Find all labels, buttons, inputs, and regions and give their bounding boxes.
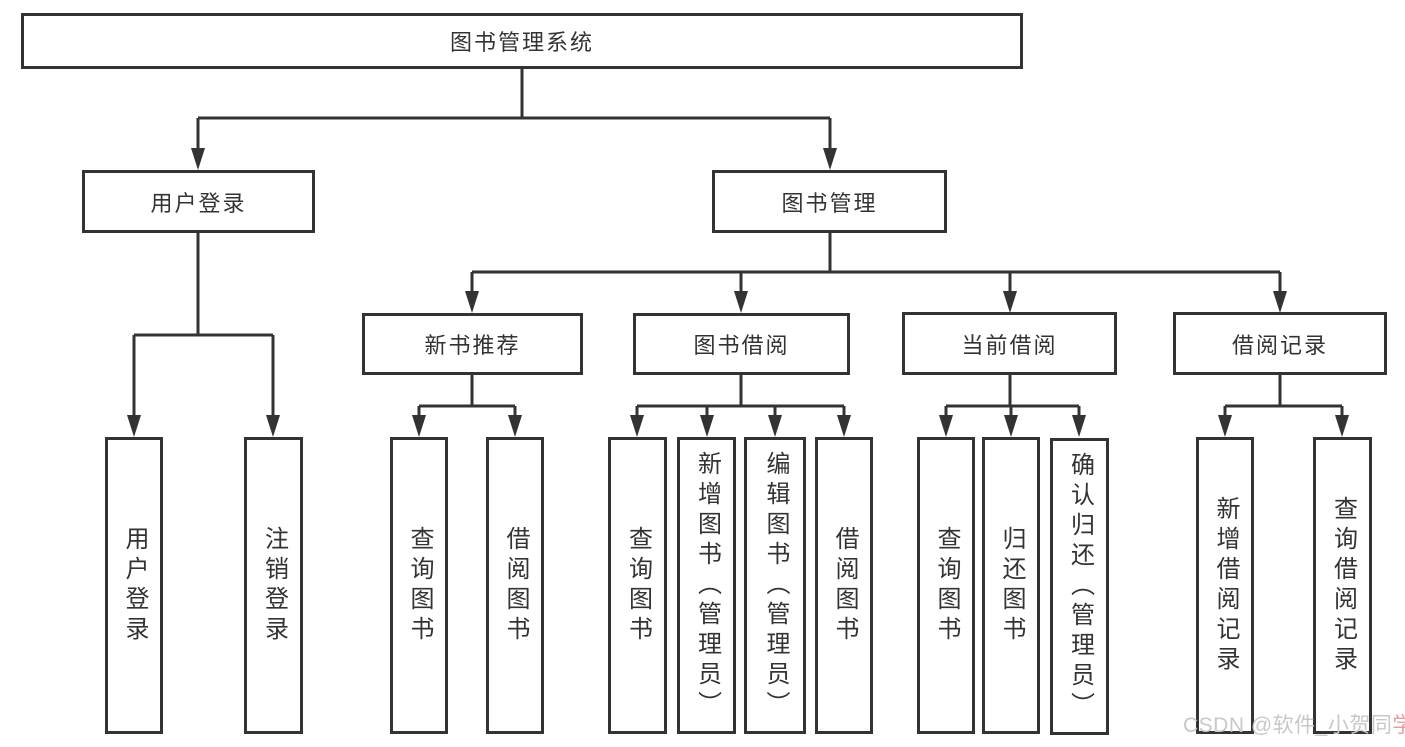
node-label: 图书管理 xyxy=(781,190,878,216)
node-label: 借阅图书 xyxy=(502,525,529,646)
node-label: 用户登录 xyxy=(121,525,148,646)
leaf-logout: 注销登录 xyxy=(244,437,303,734)
node-label: 查询图书 xyxy=(933,525,960,646)
node-label: 查询图书 xyxy=(406,525,433,646)
node-label: 借阅记录 xyxy=(1231,332,1328,358)
node-label: 确认归还（管理员） xyxy=(1066,451,1094,722)
node-label: 借阅图书 xyxy=(831,525,858,646)
watermark-text-accent: 学 xyxy=(1392,714,1405,737)
node-label: 当前借阅 xyxy=(961,332,1058,358)
node-label: 新增借阅记录 xyxy=(1212,495,1239,676)
leaf-borrow-query-books: 查询图书 xyxy=(608,437,667,734)
leaf-add-books-admin: 新增图书（管理员） xyxy=(677,437,736,734)
node-book-borrow: 图书借阅 xyxy=(633,313,850,375)
node-label: 归还图书 xyxy=(998,525,1025,646)
node-label: 查询图书 xyxy=(624,525,652,646)
node-label: 查询借阅记录 xyxy=(1329,495,1357,676)
leaf-recommend-query-books: 查询图书 xyxy=(390,437,448,734)
csdn-watermark: CSDN @软件_小贺同学 xyxy=(1183,709,1405,739)
node-user-login: 用户登录 xyxy=(82,170,315,233)
node-root-library-system: 图书管理系统 xyxy=(21,13,1023,69)
leaf-query-borrow-record: 查询借阅记录 xyxy=(1313,437,1372,734)
leaf-current-query-books: 查询图书 xyxy=(917,437,975,734)
leaf-return-books: 归还图书 xyxy=(982,437,1040,734)
watermark-text: CSDN @软件_小贺同 xyxy=(1183,714,1393,737)
leaf-recommend-borrow-books: 借阅图书 xyxy=(486,437,544,734)
leaf-edit-books-admin: 编辑图书（管理员） xyxy=(744,437,806,734)
leaf-borrow-books: 借阅图书 xyxy=(815,437,873,734)
node-label: 新增图书（管理员） xyxy=(693,450,721,721)
node-current-borrow: 当前借阅 xyxy=(902,312,1117,375)
node-label: 用户登录 xyxy=(150,190,247,216)
node-new-book-recommend: 新书推荐 xyxy=(362,313,583,375)
leaf-confirm-return-admin: 确认归还（管理员） xyxy=(1050,438,1109,735)
node-label: 注销登录 xyxy=(260,525,288,646)
node-label: 编辑图书（管理员） xyxy=(762,450,789,721)
node-label: 新书推荐 xyxy=(424,333,521,358)
arrowheads xyxy=(127,148,1349,437)
leaf-user-login: 用户登录 xyxy=(105,437,163,734)
leaf-add-borrow-record: 新增借阅记录 xyxy=(1196,437,1254,734)
node-label: 图书借阅 xyxy=(693,333,790,358)
node-borrow-records: 借阅记录 xyxy=(1173,312,1387,375)
node-book-management: 图书管理 xyxy=(712,170,947,233)
node-label: 图书管理系统 xyxy=(449,30,594,55)
